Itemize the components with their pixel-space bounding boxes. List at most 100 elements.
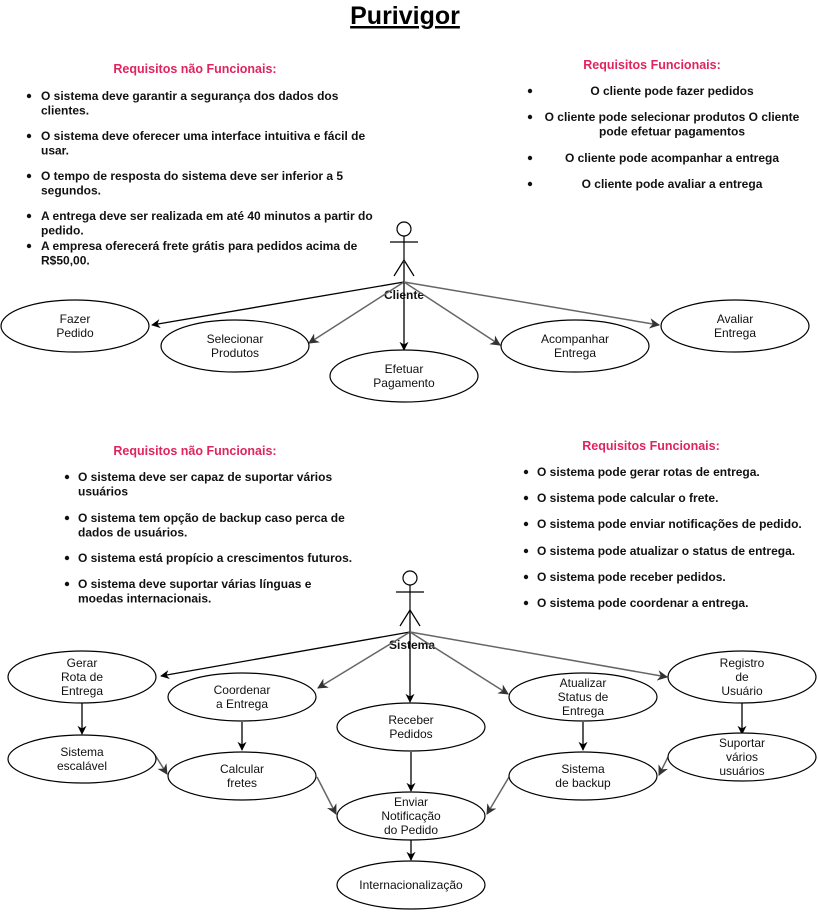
bullet-dot xyxy=(523,495,529,501)
bullet-dot xyxy=(527,114,533,120)
edge-sistema-coordenar xyxy=(317,631,411,689)
edge-escalavel-calcular xyxy=(154,754,168,775)
edge-cliente-acompanhar xyxy=(403,281,501,346)
usecase-suportar-usuarios-label: Suportar xyxy=(719,736,765,750)
bullet-dot xyxy=(523,469,529,475)
requirement-text: clientes. xyxy=(41,104,89,118)
usecase-fazer-pedido-label: Fazer xyxy=(60,312,91,326)
usecase-suportar-usuarios-label: vários xyxy=(726,750,758,764)
sistema-actor-head xyxy=(402,570,418,586)
requirement-text: O sistema pode atualizar o status de ent… xyxy=(537,544,795,558)
sistema-func-list: O sistema pode gerar rotas de entrega. O … xyxy=(523,465,802,610)
requirement-text: O sistema está propício a crescimentos f… xyxy=(78,551,352,565)
bullet-dot xyxy=(523,521,529,527)
usecase-suportar-usuarios-shape xyxy=(667,732,817,782)
page-title: Purivigor xyxy=(350,2,460,30)
cliente-actor xyxy=(390,221,418,277)
usecase-calcular-fretes-label: fretes xyxy=(227,776,257,790)
bullet-dot xyxy=(527,181,533,187)
requirement-text: A entrega deve ser realizada em até 40 m… xyxy=(41,209,373,223)
usecase-efetuar-pagamento-label: Pagamento xyxy=(373,376,435,390)
requirement-text: usuários xyxy=(78,485,128,499)
requirement-text: O cliente pode fazer pedidos xyxy=(590,84,754,98)
usecase-registro-usuario-shape xyxy=(667,650,817,704)
usecase-acompanhar-entrega-shape xyxy=(500,319,650,373)
usecase-acompanhar-entrega-label: Entrega xyxy=(554,346,596,360)
requirement-text: O sistema tem opção de backup caso perca… xyxy=(78,511,345,525)
usecase-suportar-usuarios-label: usuários xyxy=(719,764,764,778)
requirement-text: O sistema deve garantir a segurança dos … xyxy=(41,89,339,103)
edge-suportar-backup xyxy=(658,756,669,776)
usecase-gerar-rota-shape xyxy=(7,650,157,704)
requirement-text: A empresa oferecerá frete grátis para pe… xyxy=(41,239,358,253)
usecase-atualizar-status-label: Atualizar xyxy=(560,676,607,690)
bullet-dot xyxy=(64,555,70,561)
requirement-text: O tempo de resposta do sistema deve ser … xyxy=(41,169,343,183)
requirement-text: O sistema pode gerar rotas de entrega. xyxy=(537,465,760,479)
edge-sistema-gerar xyxy=(160,631,411,680)
bullet-dot xyxy=(527,88,533,94)
requirement-text: R$50,00. xyxy=(41,254,90,268)
edge-cliente-fazer xyxy=(151,281,405,329)
usecase-sistema-escalavel-label: Sistema xyxy=(60,745,104,759)
usecase-receber-pedidos-label: Pedidos xyxy=(389,727,432,741)
requirement-text: O sistema pode calcular o frete. xyxy=(537,491,718,505)
bullet-dot xyxy=(64,474,70,480)
requirement-text: O sistema deve oferecer uma interface in… xyxy=(41,129,365,143)
requirement-text: dados de usuários. xyxy=(78,526,187,540)
usecase-receber-pedidos-label: Receber xyxy=(388,713,433,727)
usecase-internacionalizacao-shape xyxy=(336,860,486,910)
usecase-acompanhar-entrega-label: Acompanhar xyxy=(541,332,609,346)
usecase-enviar-notificacao-label: do Pedido xyxy=(384,823,438,837)
usecase-calcular-fretes-label: Calcular xyxy=(220,762,264,776)
sistema-nonfunc-title: Requisitos não Funcionais: xyxy=(113,444,276,458)
requirement-text: usar. xyxy=(41,144,69,158)
requirement-text: moedas internacionais. xyxy=(78,592,211,606)
usecase-internacionalizacao-label: Internacionalização xyxy=(359,878,463,892)
usecase-atualizar-status-label: Entrega xyxy=(562,704,604,718)
bullet-dot xyxy=(523,600,529,606)
requirement-text: pedido. xyxy=(41,224,84,238)
usecase-efetuar-pagamento-shape xyxy=(329,349,479,403)
edge-calcular-enviar xyxy=(316,776,337,815)
usecase-fazer-pedido-label: Pedido xyxy=(56,326,94,340)
usecase-registro-usuario-label: Registro xyxy=(720,656,765,670)
usecase-gerar-rota-label: Entrega xyxy=(61,684,103,698)
usecase-selecionar-produtos-label: Selecionar xyxy=(207,332,264,346)
bullet-dot xyxy=(26,173,32,179)
usecase-selecionar-produtos-shape xyxy=(160,319,310,373)
requirement-text: O sistema pode receber pedidos. xyxy=(537,570,726,584)
usecase-internacionalizacao: Internacionalização xyxy=(336,860,486,910)
usecase-sistema-backup-label: de backup xyxy=(555,776,611,790)
usecase-calcular-fretes-shape xyxy=(167,751,317,801)
requirement-text: pode efetuar pagamentos xyxy=(599,125,745,139)
edge-sistema-atualizar xyxy=(409,631,509,695)
usecase-registro-usuario-label: Usuário xyxy=(721,684,763,698)
usecase-sistema-backup-label: Sistema xyxy=(561,762,605,776)
requirement-text: segundos. xyxy=(41,184,101,198)
bullet-dot xyxy=(26,93,32,99)
edge-backup-enviar xyxy=(486,776,510,815)
usecase-coordenar-entrega-shape xyxy=(167,672,317,722)
usecase-enviar-notificacao-label: Notificação xyxy=(381,809,441,823)
usecase-coordenar-entrega-label: Coordenar xyxy=(214,683,271,697)
bullet-dot xyxy=(64,581,70,587)
usecase-gerar-rota-label: Rota de xyxy=(61,670,103,684)
bullet-dot xyxy=(523,574,529,580)
cliente-func-title: Requisitos Funcionais: xyxy=(583,58,721,72)
usecase-enviar-notificacao-label: Enviar xyxy=(394,795,428,809)
usecase-coordenar-entrega-label: a Entrega xyxy=(216,697,268,711)
usecase-gerar-rota-label: Gerar xyxy=(67,656,98,670)
usecase-atualizar-status-label: Status de xyxy=(558,690,609,704)
usecase-avaliar-entrega-label: Avaliar xyxy=(717,312,753,326)
